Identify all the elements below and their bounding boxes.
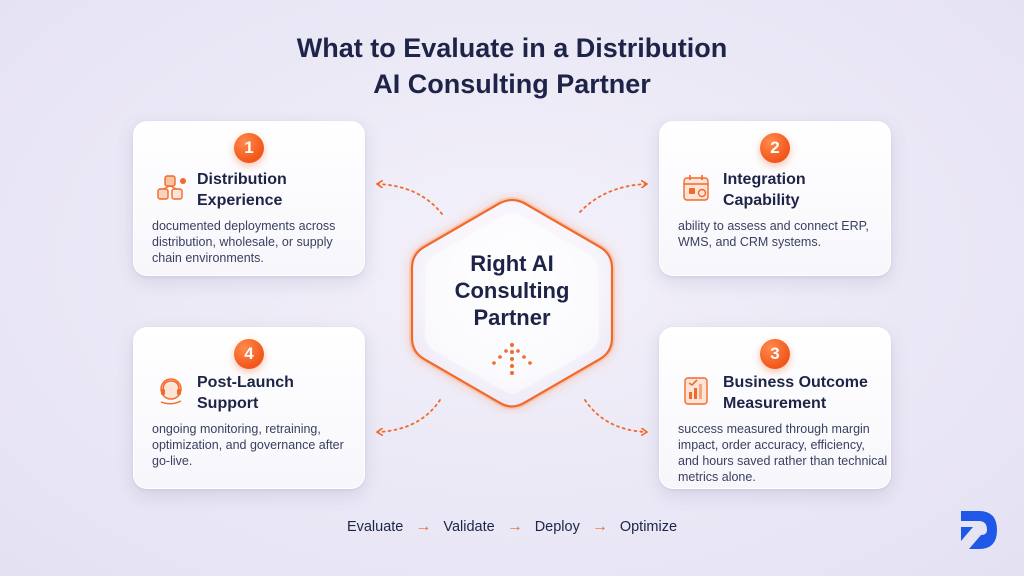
support-headset-icon xyxy=(160,378,182,405)
brand-logo-icon xyxy=(961,511,997,549)
flow-step-validate: Validate xyxy=(443,519,495,535)
process-flow: Evaluate → Validate → Deploy → Optimize xyxy=(0,518,1024,536)
arrow-up-dotted-icon xyxy=(492,343,532,375)
card-title: Post-Launch Support xyxy=(197,374,294,412)
page-title-line-1: What to Evaluate in a Distribution xyxy=(296,33,728,63)
card-number-badge: 2 xyxy=(760,133,790,163)
chart-checklist-icon xyxy=(684,377,708,405)
card-number-badge: 3 xyxy=(760,339,790,369)
card-distribution-experience: 1 Distribution Experience documented dep… xyxy=(133,121,365,276)
arrow-right-icon: → xyxy=(415,518,432,535)
center-label-line-3: Partner xyxy=(473,305,551,330)
flow-step-optimize: Optimize xyxy=(619,519,678,535)
card-description: ongoing monitoring, retraining, optimiza… xyxy=(152,422,344,468)
hexagon-shape xyxy=(409,196,615,410)
center-label: Right AI Consulting Partner xyxy=(400,250,624,331)
card-business-outcome-measurement: 3 Business Outcome Measurement success m… xyxy=(659,327,891,489)
card-number-badge: 4 xyxy=(234,339,264,369)
center-hexagon: Right AI Consulting Partner xyxy=(400,192,624,414)
card-title: Distribution Experience xyxy=(197,171,287,209)
card-title: Integration Capability xyxy=(723,171,806,209)
page-title: What to Evaluate in a Distribution AI Co… xyxy=(0,30,1024,102)
arrow-right-icon: → xyxy=(591,518,608,535)
network-boxes-icon xyxy=(157,175,186,200)
center-label-line-2: Consulting xyxy=(454,278,570,303)
arrow-right-icon: → xyxy=(506,518,523,535)
card-number-badge: 1 xyxy=(234,133,264,163)
card-post-launch-support: 4 Post-Launch Support ongoing monitoring… xyxy=(133,327,365,489)
flow-step-deploy: Deploy xyxy=(534,519,580,535)
integration-calendar-icon xyxy=(683,175,709,201)
card-description: success measured through margin impact, … xyxy=(678,422,888,484)
card-title: Business Outcome Measurement xyxy=(723,374,868,412)
card-description: documented deployments across distributi… xyxy=(152,219,336,265)
page-title-line-2: AI Consulting Partner xyxy=(373,69,651,99)
flow-step-evaluate: Evaluate xyxy=(346,519,404,535)
center-label-line-1: Right AI xyxy=(470,251,554,276)
card-integration-capability: 2 Integration Capability ability to asse… xyxy=(659,121,891,276)
card-description: ability to assess and connect ERP, WMS, … xyxy=(678,219,869,249)
